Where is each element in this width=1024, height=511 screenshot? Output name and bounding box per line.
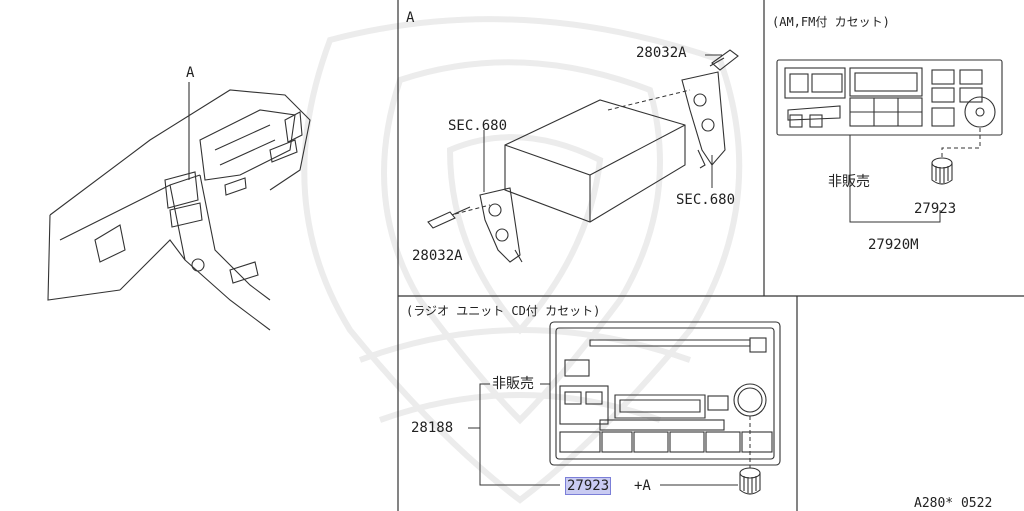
cd-leaders — [468, 383, 751, 486]
panel-borders — [397, 0, 1024, 511]
dash-view-marker: A — [186, 65, 195, 81]
dashboard-sketch — [47, 82, 311, 331]
watermark-emblem — [301, 16, 743, 504]
sec-ref-left[interactable]: SEC.680 — [448, 118, 508, 134]
cd-unit-part[interactable]: 28188 — [411, 420, 454, 436]
bolt-part-bottom[interactable]: 28032A — [412, 248, 463, 264]
cd-caption: (ラジオ ユニット CD付 カセット) — [406, 304, 601, 318]
bracket-right — [681, 71, 726, 169]
diagram-code: A280* 0522 — [914, 496, 993, 511]
label-leaders-a — [483, 54, 722, 192]
bolt-part-top[interactable]: 28032A — [636, 45, 687, 61]
cd-unit — [549, 321, 781, 466]
am-fm-not-for-sale: 非販売 — [828, 174, 870, 190]
knob-icon — [931, 157, 953, 185]
bracket-left — [479, 187, 523, 263]
am-fm-knob-part[interactable]: 27923 — [914, 201, 957, 217]
radio-box — [504, 99, 686, 223]
cd-knob-suffix: +A — [634, 478, 651, 494]
sec-ref-right[interactable]: SEC.680 — [676, 192, 736, 208]
am-fm-caption: (AM,FM付 カセット) — [772, 15, 890, 29]
panel-a-marker: A — [406, 10, 415, 26]
am-fm-leaders — [849, 128, 981, 223]
am-fm-unit-part[interactable]: 27920M — [868, 237, 919, 253]
cd-not-for-sale: 非販売 — [492, 376, 534, 392]
am-fm-unit — [776, 59, 1003, 136]
leader-lines-a — [454, 89, 691, 215]
knob-icon-cd — [739, 467, 761, 495]
cd-knob-part-highlighted[interactable]: 27923 — [565, 477, 612, 495]
